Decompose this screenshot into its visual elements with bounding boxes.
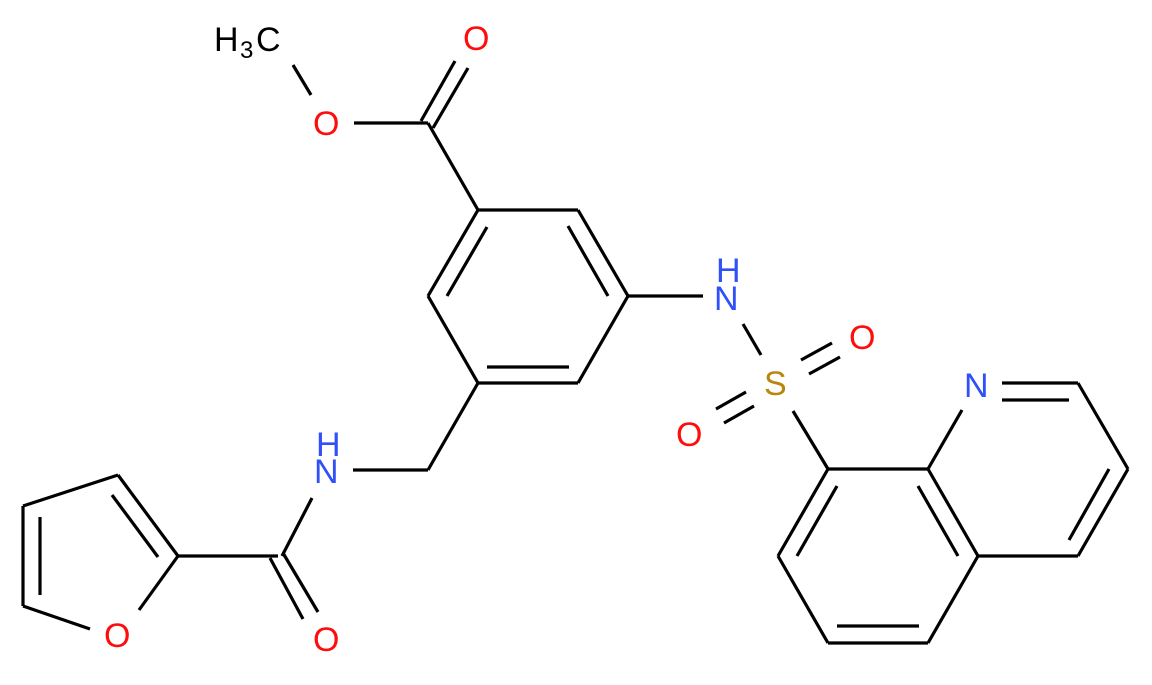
ring-inner-double-bond <box>916 485 960 557</box>
ring-inner-double-bond <box>110 494 160 558</box>
ring-bond <box>576 295 630 384</box>
ring-inner-double-bond <box>1067 468 1111 541</box>
amide-linker-group: H N O <box>178 382 480 659</box>
ring-bond <box>926 468 980 557</box>
ring-bond <box>1076 382 1130 470</box>
ring-inner-double-bond <box>445 226 489 297</box>
amide-h-label: H <box>316 426 341 464</box>
methyl-ester-group: H 3 C O O <box>214 20 489 211</box>
bond-carbonyl-ring <box>426 122 480 211</box>
bond-amide-double-1 <box>268 557 305 620</box>
furan-ring: O <box>21 473 180 655</box>
amide-oxygen-label: O <box>313 621 339 659</box>
bond-s-o1-a <box>800 341 833 362</box>
bond-n-amide-carbon <box>280 497 314 557</box>
carbonyl-oxygen-label: O <box>463 20 489 58</box>
sulfonamide-h-label: H <box>716 252 741 290</box>
bond-n-s <box>741 323 763 356</box>
ester-oxygen-label: O <box>313 105 339 143</box>
ring-bond <box>776 555 830 644</box>
ring-bond <box>1076 468 1130 557</box>
sulfonyl-oxygen-2-label: O <box>676 416 702 454</box>
bond-s-o1-b <box>808 355 841 376</box>
methyl-h-label: H <box>214 21 239 59</box>
methyl-subscript-label: 3 <box>240 37 253 64</box>
bond-carbonyl-double-2 <box>431 67 470 129</box>
ring-bond <box>22 473 119 508</box>
sulfonyl-oxygen-1-label: O <box>849 319 875 357</box>
bond-ring-ch2 <box>426 382 480 471</box>
ring-inner-double-bond <box>795 485 839 557</box>
ring-bond <box>926 555 980 644</box>
ring-bond <box>137 555 180 611</box>
bond-s-o2-b <box>723 404 755 425</box>
bond-s-quinoline <box>791 410 830 470</box>
ring-bond <box>22 604 91 631</box>
quinoline-n-label: N <box>964 367 989 405</box>
bond-methyl-o <box>291 64 313 96</box>
bond-carbonyl-double-1 <box>419 60 457 122</box>
sulfur-label: S <box>764 365 787 403</box>
ring-bond <box>116 474 180 557</box>
bond-c8a-n <box>926 409 964 470</box>
ring-bond <box>576 209 630 297</box>
sulfonamide-n-label: N <box>714 280 739 318</box>
bond-s-o2-a <box>715 390 747 411</box>
ring-bond <box>776 468 830 557</box>
ring-bond <box>426 295 480 384</box>
amide-n-label: N <box>314 453 339 491</box>
methyl-c-label: C <box>256 21 281 59</box>
quinoline-ring: N <box>776 367 1130 645</box>
central-benzene-ring <box>426 208 630 385</box>
ring-inner-double-bond <box>566 225 610 297</box>
ring-bond <box>426 209 480 297</box>
sulfonamide-group: H N S O O <box>628 252 875 470</box>
furan-oxygen-label: O <box>104 617 130 655</box>
bond-amide-double-2 <box>281 552 320 613</box>
